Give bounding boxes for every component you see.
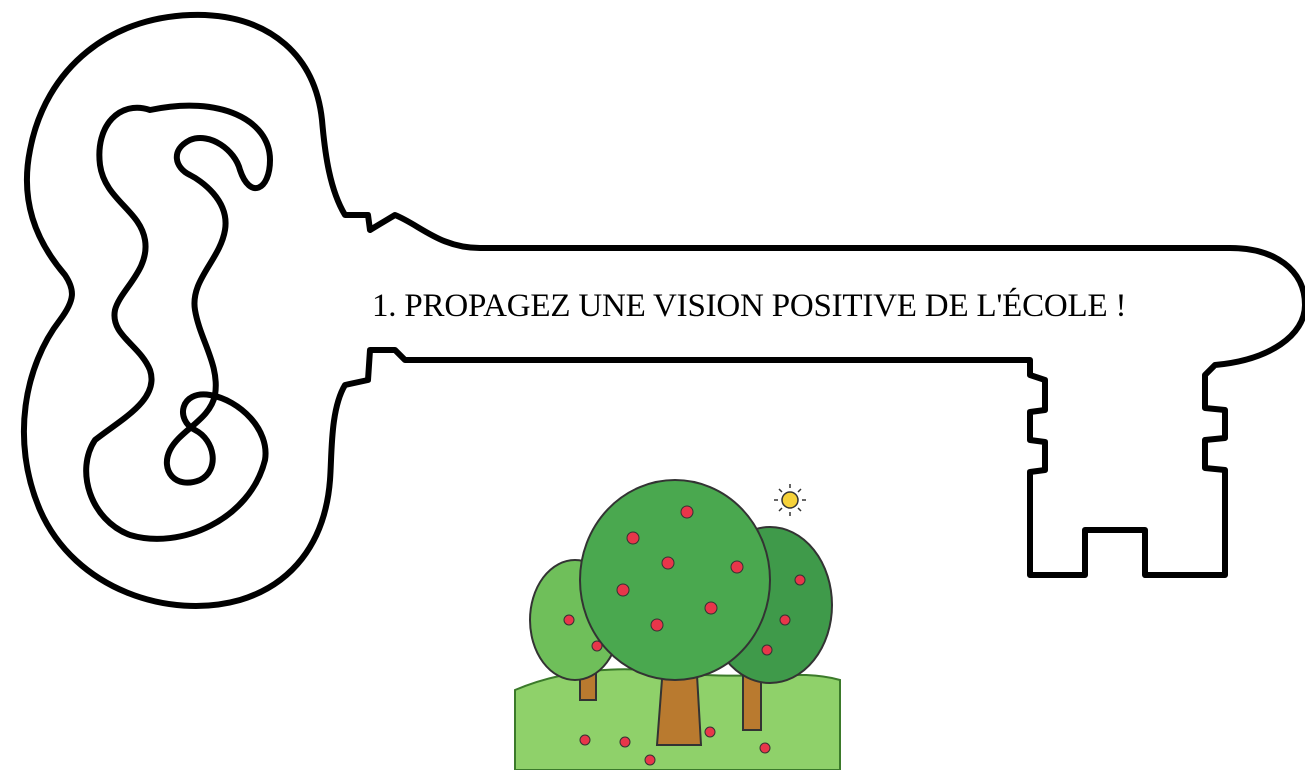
key-outline — [21, 11, 1305, 609]
sun-icon — [774, 484, 806, 516]
tree-foliage-center — [579, 479, 771, 681]
orchard-illustration — [514, 479, 841, 770]
apples — [563, 505, 806, 766]
key-bow-inner — [83, 102, 273, 542]
key-label: 1. PROPAGEZ UNE VISION POSITIVE DE L'ÉCO… — [372, 288, 1127, 324]
